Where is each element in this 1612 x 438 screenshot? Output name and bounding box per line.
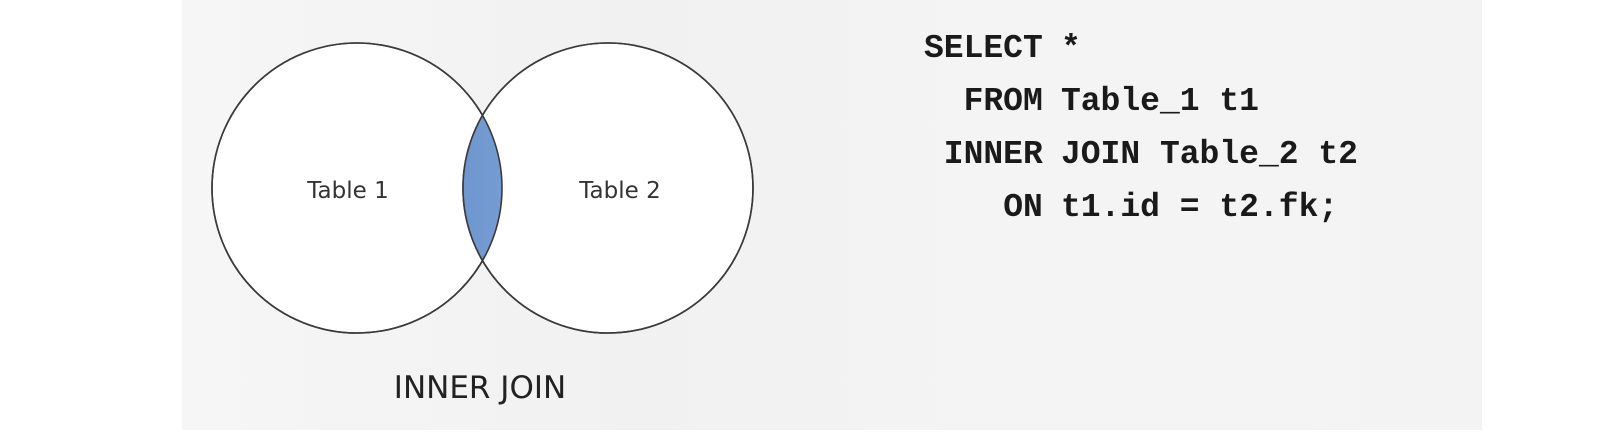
- sql-clause: t1.id = t2.fk;: [1060, 189, 1339, 226]
- sql-line-select: SELECT *: [858, 22, 1358, 75]
- table-1-label: Table 1: [306, 178, 388, 204]
- sql-keyword: ON: [1003, 189, 1043, 226]
- sql-clause: JOIN Table_2 t2: [1060, 136, 1358, 173]
- sql-code-block: SELECT * FROM Table_1 t1 INNER JOIN Table_2 t…: [858, 22, 1358, 234]
- sql-keyword: SELECT: [923, 30, 1043, 67]
- table-2-circle-outline: [462, 42, 754, 334]
- sql-keyword: INNER: [943, 136, 1043, 173]
- sql-keyword: FROM: [963, 83, 1043, 120]
- table-1-circle-outline: [211, 42, 503, 334]
- sql-clause: Table_1 t1: [1060, 83, 1259, 120]
- diagram-caption: INNER JOIN: [394, 370, 566, 406]
- sql-line-from: FROM Table_1 t1: [858, 75, 1358, 128]
- sql-clause: *: [1060, 30, 1081, 67]
- sql-line-inner-join: INNER JOIN Table_2 t2: [858, 128, 1358, 181]
- table-2-label: Table 2: [578, 178, 660, 204]
- sql-line-on: ON t1.id = t2.fk;: [858, 181, 1358, 234]
